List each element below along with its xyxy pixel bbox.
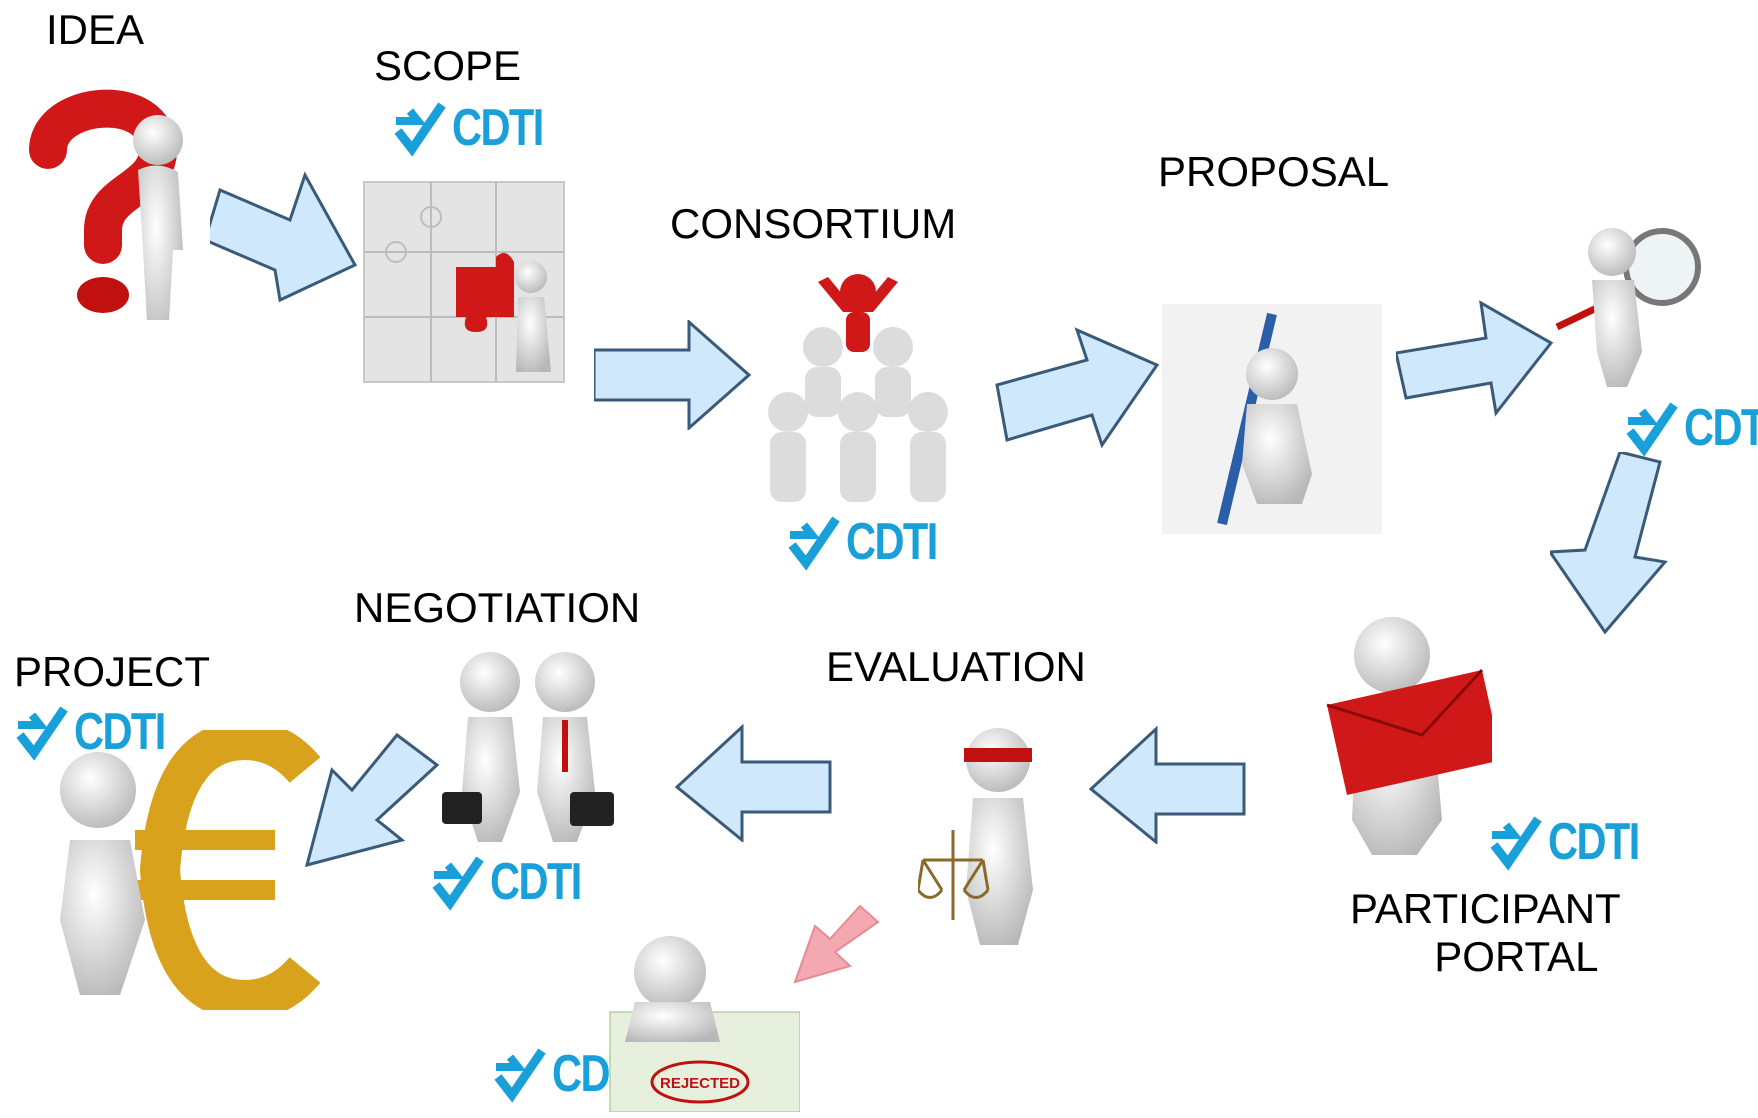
label-evaluation: EVALUATION	[826, 643, 1086, 690]
arrow-portal-to-evaluation	[1088, 725, 1246, 844]
envelope-illustration	[1326, 617, 1492, 855]
briefcase-icon	[570, 792, 614, 826]
cdti-check-icon	[432, 856, 484, 911]
euro-icon	[139, 730, 321, 1010]
cdti-logo-text: CDTI	[1684, 399, 1758, 457]
arrow-consortium-to-proposal	[995, 327, 1160, 449]
label-consortium: CONSORTIUM	[670, 200, 957, 247]
cdti-logo-review: CDTI	[1624, 398, 1758, 458]
arrow-negotiation-to-project	[304, 732, 440, 868]
consortium-pyramid-illustration	[768, 274, 948, 502]
arrow-evaluation-to-rejected	[793, 904, 880, 984]
red-puzzle-piece-icon	[456, 253, 514, 332]
red-envelope-icon	[1326, 668, 1492, 795]
cdti-logo-text: CDTI	[74, 703, 166, 761]
label-idea: IDEA	[46, 6, 145, 53]
arrow-review-to-portal	[1550, 452, 1668, 635]
cdti-logo-text: CDTI	[490, 853, 582, 911]
label-portal: PORTAL	[1434, 933, 1599, 981]
cdti-check-icon	[16, 706, 68, 761]
negotiation-handshake-illustration	[442, 652, 614, 842]
cdti-check-icon	[1490, 816, 1542, 871]
arrow-proposal-to-review	[1396, 300, 1554, 417]
cdti-logo-portal: CDTI	[1488, 812, 1661, 872]
magnifying-glass-icon	[1623, 228, 1701, 306]
proposal-pen-illustration	[1162, 304, 1382, 534]
cdti-check-icon	[788, 516, 840, 571]
svg-text:REJECTED: REJECTED	[660, 1075, 740, 1092]
idea-illustration	[29, 89, 183, 320]
cdti-logo-negotiation: CDTI	[430, 852, 603, 912]
blindfold-icon	[964, 748, 1032, 762]
cdti-logo-text: CDTI	[846, 513, 938, 571]
cdti-logo-text: CDTI	[452, 99, 544, 157]
cdti-check-icon	[494, 1048, 546, 1103]
label-project: PROJECT	[14, 648, 211, 695]
label-scope: SCOPE	[374, 42, 522, 89]
magnifier-illustration	[1555, 228, 1701, 387]
briefcase-icon	[442, 792, 482, 824]
label-proposal: PROPOSAL	[1158, 148, 1390, 195]
evaluation-scale-illustration	[918, 728, 1033, 945]
puzzle-illustration	[363, 181, 565, 383]
cdti-check-icon	[1626, 402, 1678, 457]
cdti-logo-text: CDTI	[1548, 813, 1640, 871]
balance-scale-icon	[918, 830, 990, 920]
arrow-idea-to-scope	[210, 171, 358, 303]
rejected-illustration: REJECTED	[609, 936, 800, 1112]
cdti-logo-consortium: CDTI	[786, 512, 959, 572]
label-negotiation: NEGOTIATION	[354, 584, 641, 631]
arrow-scope-to-consortium	[594, 320, 752, 430]
cdti-logo-scope: CDTI	[392, 98, 565, 158]
project-euro-illustration	[60, 730, 321, 1010]
label-participant-portal: PARTICIPANT PORTAL	[1350, 885, 1621, 982]
arrow-evaluation-to-negotiation	[674, 723, 832, 842]
cdti-check-icon	[394, 102, 446, 157]
label-participant: PARTICIPANT	[1350, 885, 1621, 932]
rejected-stamp: REJECTED	[650, 1060, 750, 1104]
cdti-logo-project: CDTI	[14, 702, 187, 762]
